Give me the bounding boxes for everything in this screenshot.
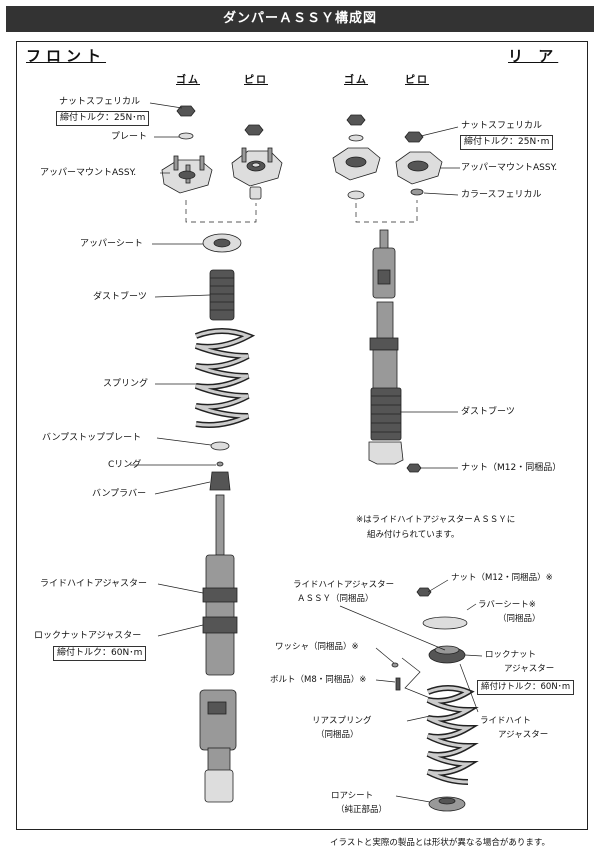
rear-title: リ ア <box>508 47 559 65</box>
front-plate-label: プレート <box>111 132 148 142</box>
front-col-rubber: ゴム <box>176 75 200 86</box>
rear-nut-label: ナットスフェリカル <box>461 121 543 131</box>
front-title: フロント <box>26 47 107 65</box>
rear-lower-seat-line1: ロアシート <box>331 791 374 801</box>
rear-lower-seat-line2: （純正部品） <box>336 805 388 815</box>
rear-lock-nut-line2: アジャスター <box>504 664 555 674</box>
rear-lower-seat <box>428 796 466 812</box>
front-damper <box>199 494 238 803</box>
rear-bolt-label: ボルト（M8・同梱品）※ <box>270 675 367 685</box>
front-upper-seat-label: アッパーシート <box>80 239 143 249</box>
rear-note-line2: 組み付けられています。 <box>367 530 460 540</box>
rear-dust-boot-label: ダストブーツ <box>461 407 515 417</box>
rear-rh-assy-line2: ＡＳＳＹ（同梱品） <box>297 594 374 604</box>
front-upper-mount-pillow <box>231 147 283 200</box>
front-ride-height-label: ライドハイトアジャスター <box>40 579 148 589</box>
rear-lock-nut-line1: ロックナット <box>485 650 537 660</box>
rear-nut-pillow <box>404 131 424 143</box>
rear-rubber-sheet-line2: （同梱品） <box>498 614 541 624</box>
front-nut-rubber <box>176 105 196 140</box>
rear-washer-label: ワッシャ（同梱品）※ <box>275 642 359 652</box>
front-lock-nut-label: ロックナットアジャスター <box>34 631 142 641</box>
rear-col-rubber: ゴム <box>344 75 368 86</box>
front-dust-boot <box>209 269 235 321</box>
diagram-frame <box>16 41 588 830</box>
front-bump-rubber-label: バンプラバー <box>92 489 147 499</box>
page-title: ダンパーＡＳＳＹ構成図 <box>6 6 594 32</box>
front-upper-mount-label: アッパーマウントASSY. <box>40 168 137 178</box>
rear-lock-nut-torque: 締付けトルク：60N･m <box>477 680 575 695</box>
rear-spring-line2: （同梱品） <box>316 730 359 740</box>
rear-nut-m12-label: ナット（M12・同梱品） <box>461 463 562 473</box>
front-spring-label: スプリング <box>103 379 149 389</box>
rear-note-line1: ※はライドハイトアジャスターＡＳＳＹに <box>356 515 516 525</box>
rear-adjuster-assy <box>391 587 468 691</box>
rear-ride-height-line1: ライドハイト <box>480 716 531 726</box>
front-dust-boot-label: ダストブーツ <box>93 292 147 302</box>
front-bump-rubber <box>209 471 231 491</box>
rear-damper <box>368 229 422 473</box>
front-lock-nut-torque: 締付トルク：60N･m <box>53 646 147 661</box>
front-nut-label: ナットスフェリカル <box>59 97 141 107</box>
front-bump-plate-label: バンプストッププレート <box>42 433 142 443</box>
rear-upper-mount-pillow <box>395 151 443 196</box>
front-nut-pillow <box>244 124 264 136</box>
rear-spring-line1: リアスプリング <box>312 716 372 726</box>
rear-upper-mount-label: アッパーマウントASSY. <box>461 163 558 173</box>
rear-nut-torque: 締付トルク：25N･m <box>460 135 554 150</box>
rear-ride-height-line2: アジャスター <box>498 730 549 740</box>
rear-col-pillow: ピロ <box>405 75 429 86</box>
footer-disclaimer: イラストと実際の製品とは形状が異なる場合があります。 <box>330 838 550 848</box>
front-c-ring-label: Cリング <box>108 460 142 470</box>
front-col-pillow: ピロ <box>244 75 268 86</box>
front-spring-inner <box>195 329 252 427</box>
rear-collar-label: カラースフェリカル <box>461 190 542 200</box>
rear-rh-assy-line1: ライドハイトアジャスター <box>293 580 395 590</box>
rear-rubber-sheet-line1: ラバーシート※ <box>478 600 536 610</box>
front-bump-plate <box>210 441 230 451</box>
front-c-ring <box>216 461 224 467</box>
front-nut-torque: 締付トルク：25N･m <box>56 111 150 126</box>
rear-nut-rubber <box>346 114 366 142</box>
rear-upper-mount-rubber <box>332 147 381 200</box>
front-upper-mount-rubber <box>161 155 213 194</box>
rear-nut-m12-star-label: ナット（M12・同梱品）※ <box>451 573 553 583</box>
